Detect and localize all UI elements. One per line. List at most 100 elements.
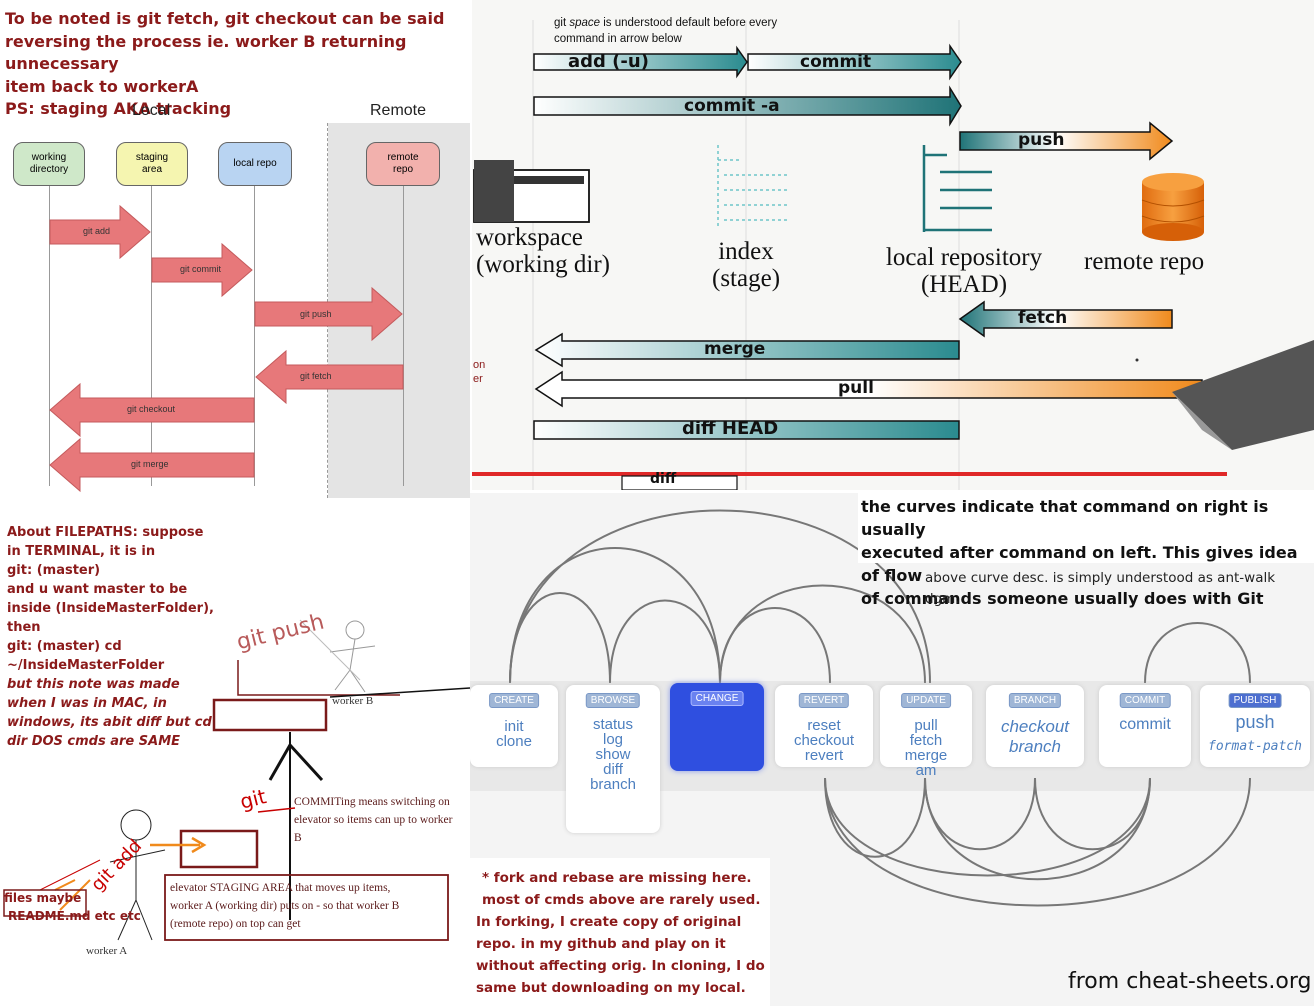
whiteboard-note: git space is understood default before e… [554,15,777,47]
tab-browse[interactable]: BROWSE status log show diff branch [566,685,660,833]
label-line: (working dir) [476,251,610,278]
git-push-arrow [254,286,403,342]
tab-create[interactable]: CREATE init clone [470,685,558,767]
note-line: dgm. [925,591,960,607]
note-text: is understood default before every [600,17,778,29]
remote-label: Remote [370,102,427,119]
index-label: index (stage) [712,238,780,292]
fetch-arrow-label: fetch [1018,308,1068,328]
tab-command[interactable]: checkout [793,732,855,749]
tab-command[interactable]: merge [904,747,948,764]
note-line: README.md etc etc [8,909,141,923]
tab-update[interactable]: UPDATE pull fetch merge am [880,685,972,778]
tab-command[interactable]: branch [1009,737,1061,756]
curve [924,777,1036,851]
curve [924,777,1151,881]
note-line: git: (master) [7,563,101,578]
note-line: in TERMINAL, it is in [7,544,156,559]
note-line: inside (InsideMasterFolder), [7,601,214,616]
top-note-line: item back to workerA [5,76,199,96]
tab-command[interactable]: status [592,716,634,733]
tab-command[interactable]: reset [807,717,841,734]
tab-tag: CREATE [489,693,539,708]
box-text: staging [135,152,169,163]
tab-command[interactable]: commit [1119,716,1171,733]
top-note-line: PS: staging AKA tracking [5,99,232,118]
tab-command[interactable]: format-patch [1208,739,1302,754]
note-line: files maybe [4,891,82,905]
worker-b-sketch [299,619,361,681]
note-line: About FILEPATHS: suppose [7,525,204,540]
local-repo-box: local repo [218,142,292,186]
label-line: workspace [476,224,583,251]
label-line: (stage) [712,265,781,292]
database-icon [1141,173,1205,241]
git-checkout-arrow [49,382,255,438]
tab-commit[interactable]: COMMIT commit [1099,685,1191,767]
tab-command[interactable]: am [915,762,937,779]
tab-command[interactable]: diff [603,761,623,778]
git-push-label: git push [300,309,332,319]
git-add-label: git add [83,226,111,236]
note-line-italic: when I was in MAC, in [7,696,167,711]
note-line-italic: dir DOS cmds are SAME [7,734,181,749]
box-text: repo [392,164,413,175]
dot-mark [1135,358,1139,362]
tab-command[interactable]: push [1235,712,1275,732]
git-commit-label: git commit [180,264,222,274]
curve [824,777,1151,877]
note-line: and u want master to be [7,582,188,597]
note-line: then [7,620,41,635]
commit-note: COMMITing means switching on elevator so… [294,793,452,847]
box-text: directory [29,164,69,175]
diff-bar [621,475,738,490]
tab-command[interactable]: init [504,718,524,735]
tab-revert[interactable]: REVERT reset checkout revert [775,685,873,767]
curve [824,777,1251,907]
tab-branch[interactable]: BRANCH checkout branch [986,685,1084,767]
merge-arrow [534,332,960,368]
flow-curves [509,509,1251,907]
merge-arrow-label: merge [704,339,766,359]
add-arrow-sketch [150,836,207,854]
tab-tag: COMMIT [1119,693,1171,708]
git-fetch-arrow [255,349,404,405]
note-line: git: (master) cd [7,639,122,654]
curve [824,777,926,858]
note-line-italic: but this note was made [7,677,180,692]
diff-head-bar [533,420,960,440]
note-line: ~/InsideMasterFolder [7,658,165,673]
tab-command[interactable]: pull [914,717,938,734]
filepaths-note: About FILEPATHS: suppose in TERMINAL, it… [7,523,222,751]
lifeline-local [254,186,255,486]
shelf-line [329,687,471,698]
note-line: elevator STAGING AREA that moves up item… [170,882,391,894]
tab-command[interactable]: fetch [909,732,943,749]
push-arrow-label: push [1018,130,1065,150]
note-text: git [554,17,570,29]
note-line: without affecting orig. In cloning, I do [476,958,765,974]
local-repository-label: local repository (HEAD) [876,244,1052,298]
cheatsheet-panel: CREATE init clone BROWSE status log show… [470,493,1314,1006]
add-arrow-label: add (-u) [568,51,649,72]
curve [609,599,721,684]
note-line: same but downloading on my local. [476,980,746,996]
tab-command[interactable]: revert [804,747,844,764]
note-line: of commands someone usually does with Gi… [861,589,1264,608]
whiteboard-note-line: git space is understood default before e… [554,15,777,31]
pull-arrow [534,370,1203,408]
commit-arrow-label: commit [800,52,872,72]
diff-head-label: diff HEAD [682,418,779,439]
tab-change[interactable]: CHANGE [670,683,764,771]
tab-publish[interactable]: PUBLISH push format-patch [1200,685,1310,767]
tab-command[interactable]: branch [590,776,636,793]
worker-b-label: worker B [332,695,374,707]
git-fetch-label: git fetch [300,371,332,381]
tab-command[interactable]: log [602,731,624,748]
tab-command[interactable]: clone [496,733,532,750]
tab-command[interactable]: show [595,746,631,763]
edge-text: on er [473,358,485,386]
tab-command[interactable]: checkout [1000,717,1070,736]
local-repository-icon [922,145,992,232]
